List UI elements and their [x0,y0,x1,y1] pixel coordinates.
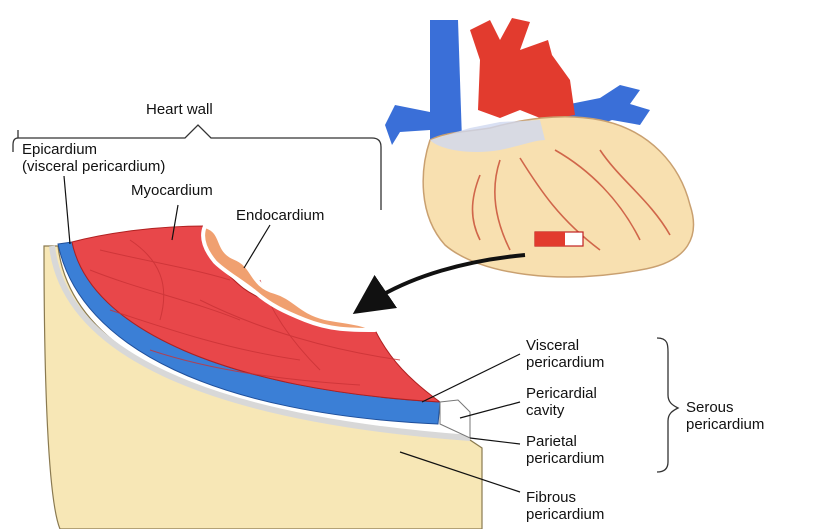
parietal-pericardium-label-line2: pericardium [526,450,604,467]
fibrous-pericardium-label-line2: pericardium [526,506,604,523]
epicardium-label: Epicardium (visceral pericardium) [22,141,165,175]
serous-pericardium-label-line1: Serous [686,399,764,416]
visceral-pericardium-label: Visceral pericardium [526,337,604,371]
serous-pericardium-label-line2: pericardium [686,416,764,433]
pericardial-cavity-gap [440,400,470,438]
parietal-pericardium-label: Parietal pericardium [526,433,604,467]
superior-vena-cava [430,20,462,140]
wall-section [44,226,482,529]
myocardium-label: Myocardium [131,182,213,199]
serous-pericardium-label: Serous pericardium [686,399,764,433]
aortic-arch [470,18,575,120]
serous-pericardium-bracket [657,338,678,472]
visceral-pericardium-label-line2: pericardium [526,354,604,371]
visceral-pericardium-label-line1: Visceral [526,337,604,354]
epicardium-label-line1: Epicardium [22,141,165,158]
parietal-pericardium-label-line1: Parietal [526,433,604,450]
fibrous-pericardium-label: Fibrous pericardium [526,489,604,523]
pericardial-cavity-label-line2: cavity [526,402,597,419]
epicardium-label-line2: (visceral pericardium) [22,158,165,175]
pericardial-cavity-label: Pericardial cavity [526,385,597,419]
heart-wall-label: Heart wall [146,101,213,118]
fibrous-pericardium-label-line1: Fibrous [526,489,604,506]
endocardium-label: Endocardium [236,207,324,224]
pulmonary-veins-left [385,105,430,145]
pericardial-cavity-label-line1: Pericardial [526,385,597,402]
heart-illustration [385,18,693,277]
